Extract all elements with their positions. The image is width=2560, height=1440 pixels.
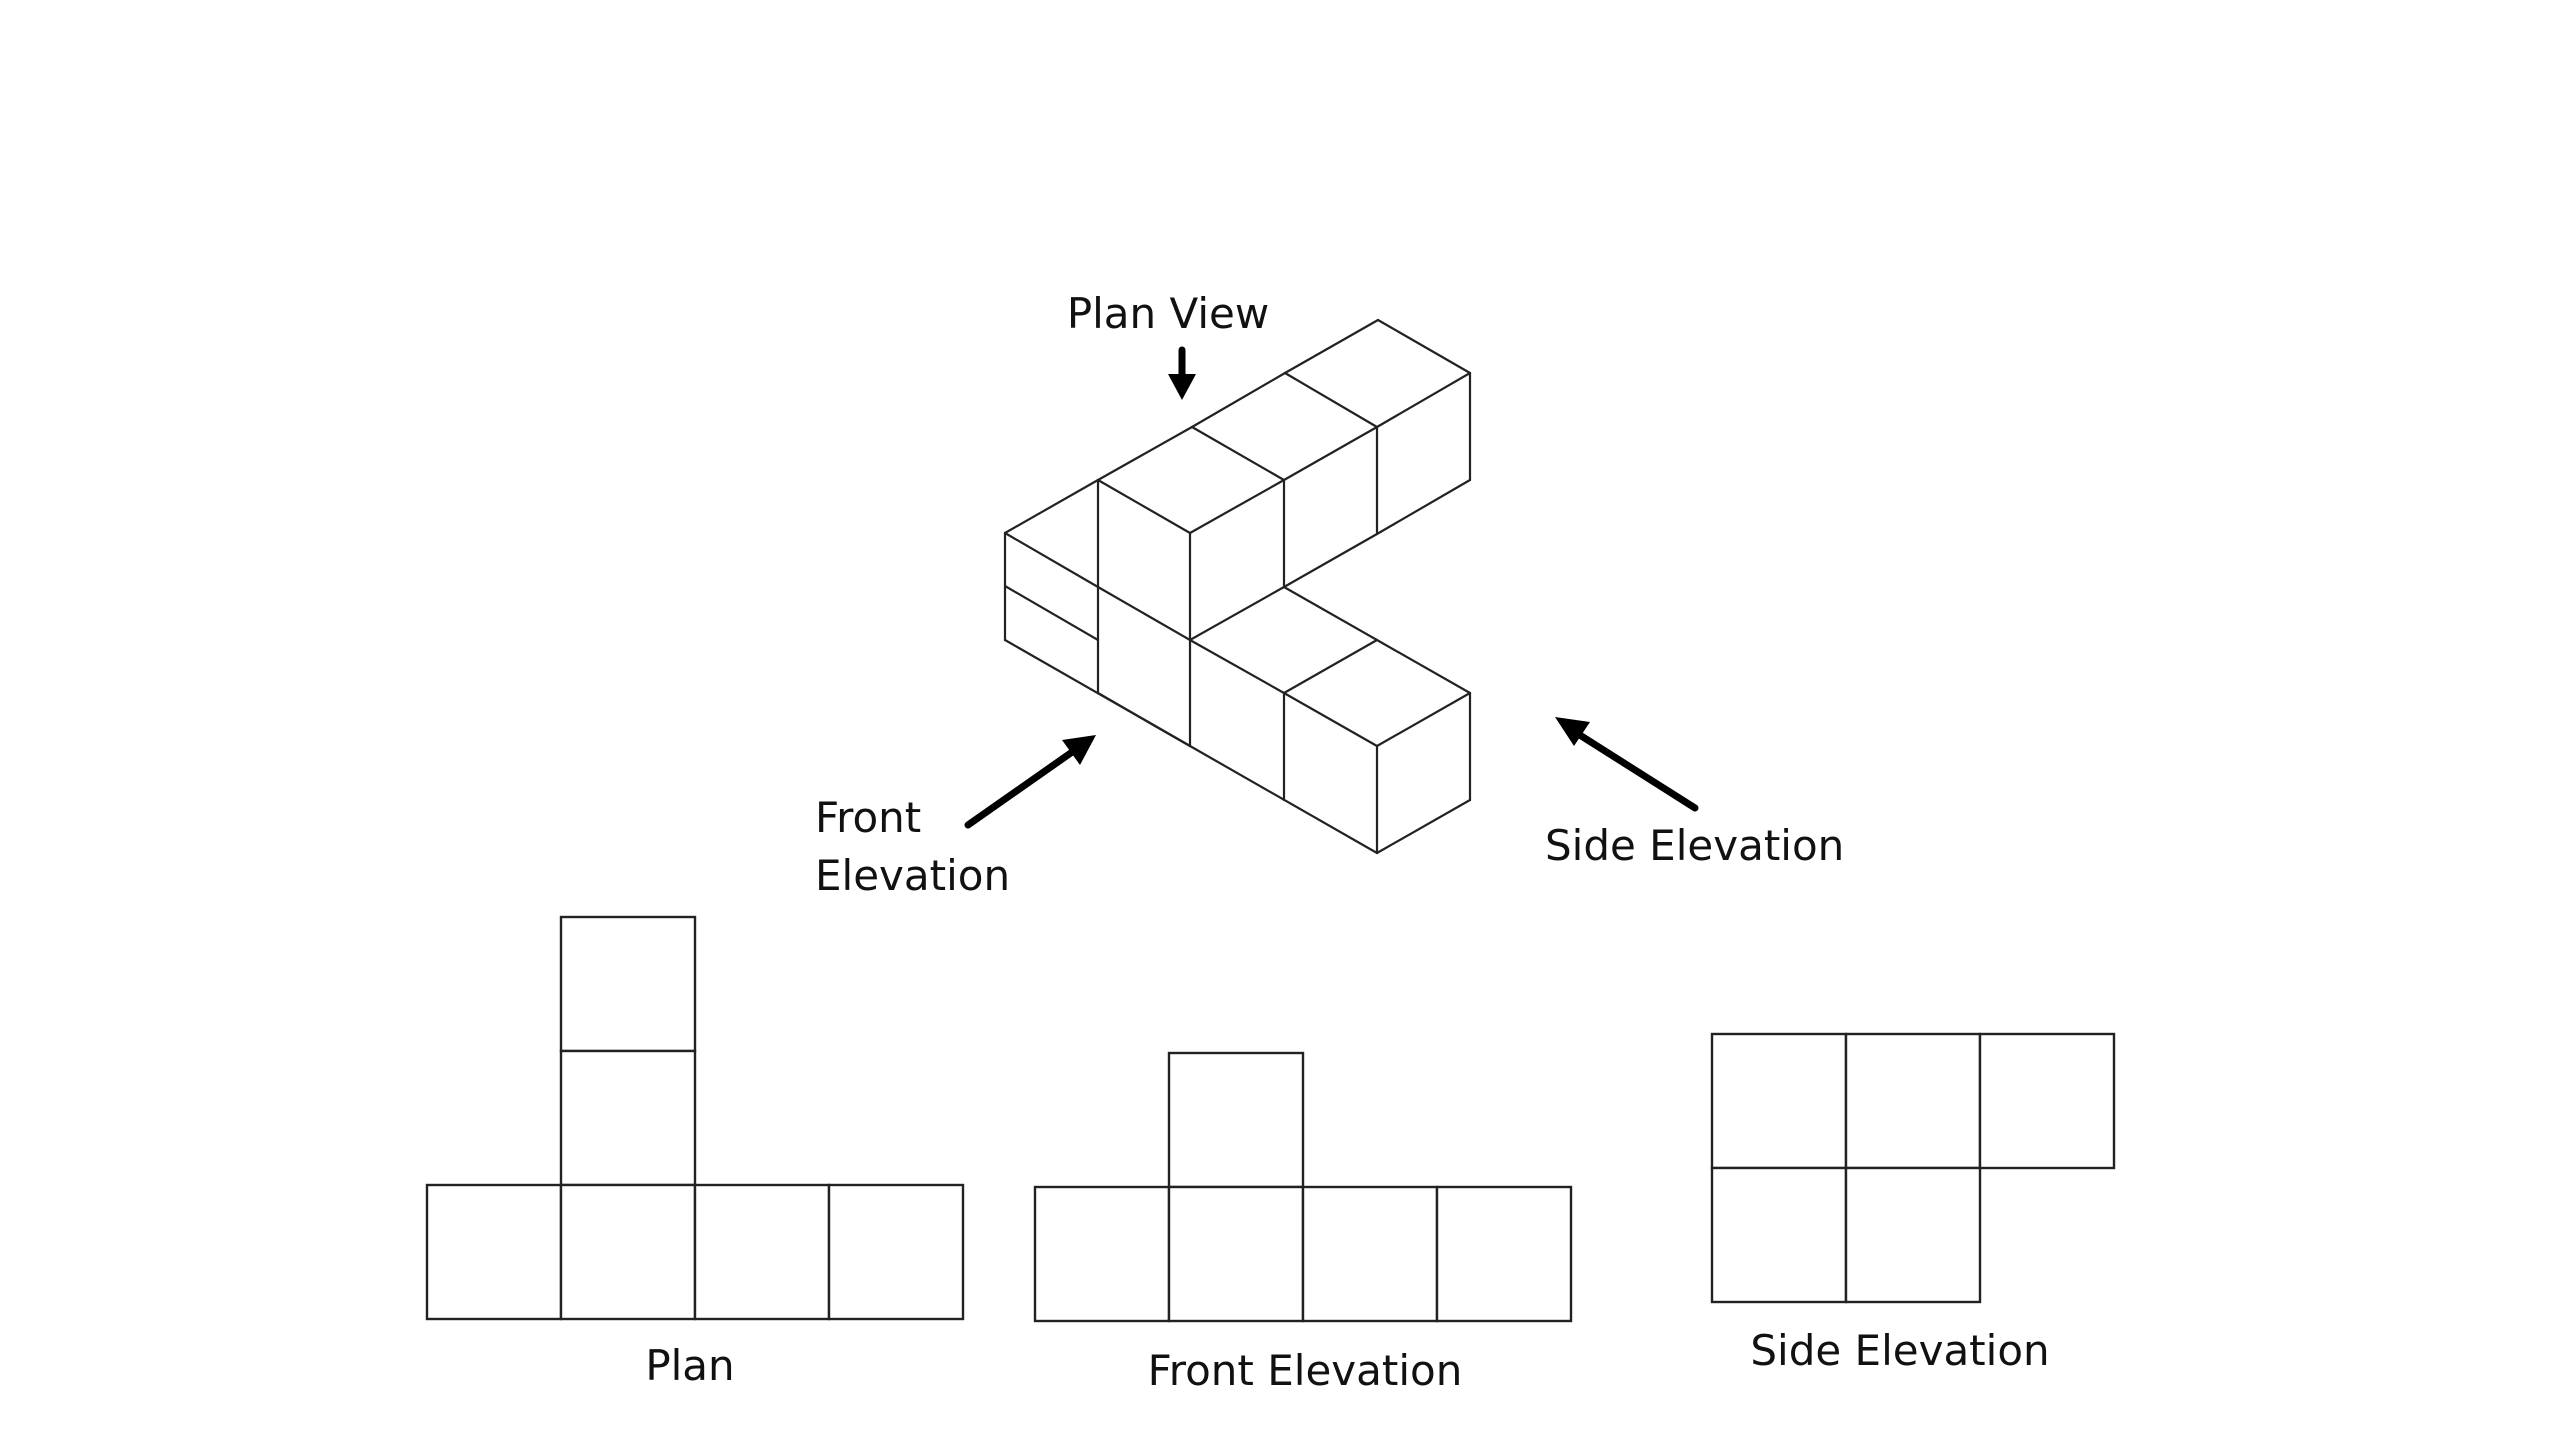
plan-square [827,1183,965,1321]
plan-view-arrow [1168,346,1196,400]
cube-edge [1375,638,1472,695]
cube-edge [1188,585,1286,642]
front-elevation-square [1167,1185,1305,1323]
cube-edge [1375,691,1472,748]
cube-edge [1003,531,1100,589]
cube-edge [1190,425,1286,482]
front-elevation-arrow [964,735,1096,829]
cube-edge [1188,744,1379,855]
cube-edge [1283,371,1379,429]
cube-edge [1282,585,1379,642]
cube-edge [1096,478,1192,535]
side-elevation-square [1710,1032,1848,1170]
cube-edge [1096,585,1192,642]
plan-square [693,1183,831,1321]
front-elevation-square [1301,1185,1439,1323]
cube-edge [1096,425,1194,482]
plan-square [425,1183,563,1321]
side-elevation-square [1978,1032,2116,1170]
cube-edge [1190,371,1287,429]
isometric-block-model [1003,318,1472,855]
cube-edge [1375,798,1472,855]
side-elevation-arrow [1555,717,1699,812]
plan-square [559,915,697,1053]
cube-edge [1375,478,1472,536]
cube-edge [1188,638,1286,695]
front-elevation-label-line1: Front [815,793,921,842]
plan-square [559,1049,697,1187]
side-elevation-square [1710,1166,1848,1304]
side-elevation-grid [1710,1032,2116,1304]
cube-edge [1003,478,1100,535]
plan-view-label: Plan View [1067,289,1269,338]
cube-edge [1282,532,1379,589]
plan-square [559,1183,697,1321]
cube-edge [1283,318,1380,375]
side-elevation-square [1844,1032,1982,1170]
plan-view-grid [425,915,965,1321]
front-elevation-caption: Front Elevation [1148,1346,1463,1395]
front-elevation-square [1435,1185,1573,1323]
plan-caption: Plan [645,1341,734,1390]
cube-edge [1282,691,1379,748]
cube-edge [1282,638,1379,695]
side-elevation-label: Side Elevation [1545,821,1844,870]
front-elevation-square [1167,1051,1305,1189]
front-elevation-label-line2: Elevation [815,851,1010,900]
cube-edge [1188,478,1286,535]
front-elevation-grid [1033,1051,1573,1323]
cube-edge [1096,691,1192,748]
side-elevation-square [1844,1166,1982,1304]
cube-edge [1376,318,1472,375]
front-elevation-square [1033,1185,1171,1323]
cube-edge [1003,584,1100,642]
cube-edge [1282,425,1379,482]
side-elevation-caption: Side Elevation [1750,1326,2049,1375]
cube-edge [1375,371,1472,429]
